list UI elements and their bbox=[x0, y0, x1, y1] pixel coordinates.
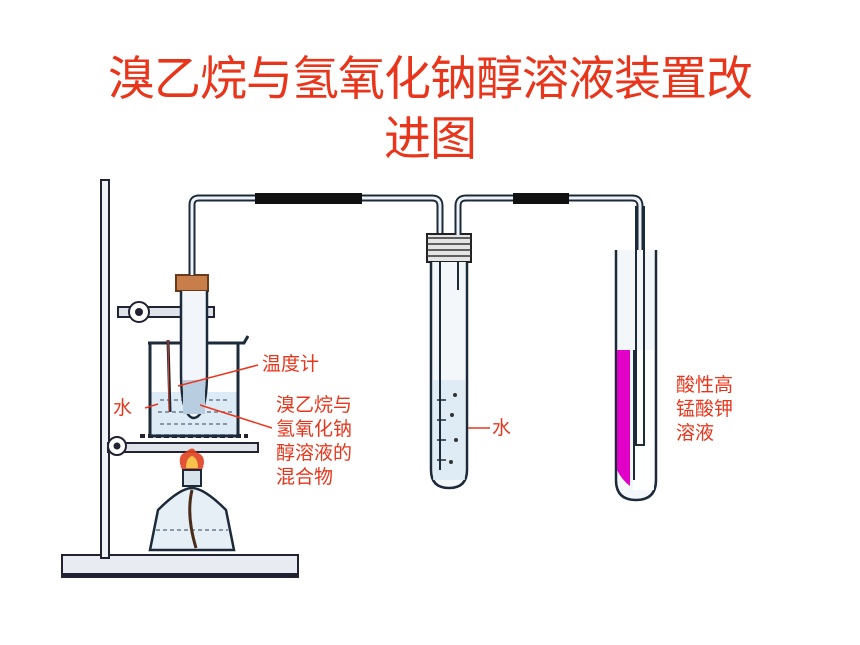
rubber-tubing-2 bbox=[513, 193, 569, 204]
kmno4-label-line-1: 酸性高 bbox=[676, 374, 734, 396]
label-leaders bbox=[144, 364, 490, 429]
mixture-label-line-4: 混合物 bbox=[276, 466, 334, 488]
reaction-flask bbox=[166, 274, 209, 420]
mixture-label: 溴乙烷与 氢氧化钠 醇溶液的 混合物 bbox=[276, 393, 352, 489]
alcohol-lamp bbox=[148, 448, 236, 552]
water-middle-label: 水 bbox=[492, 417, 512, 439]
mixture-label-line-1: 溴乙烷与 bbox=[276, 394, 353, 416]
kmno4-label: 酸性高 锰酸钾 溶液 bbox=[676, 373, 733, 445]
flask-stopper bbox=[175, 274, 209, 292]
water-left-label: 水 bbox=[113, 397, 133, 419]
kmno4-test-tube bbox=[614, 206, 658, 502]
mixture-label-line-2: 氢氧化钠 bbox=[276, 418, 353, 440]
water-test-tube bbox=[426, 233, 472, 490]
kmno4-label-line-2: 锰酸钾 bbox=[676, 398, 734, 420]
iron-ring bbox=[107, 442, 259, 453]
beaker-water-bath bbox=[148, 335, 250, 438]
upper-clamp bbox=[117, 306, 215, 318]
stand-rod bbox=[100, 179, 110, 559]
thermometer-label: 温度计 bbox=[262, 353, 320, 375]
kmno4-label-line-3: 溶液 bbox=[676, 422, 715, 444]
title-line-1: 溴乙烷与氢氧化钠醇溶液装置改 bbox=[108, 52, 753, 107]
title-line-2: 进图 bbox=[384, 112, 477, 167]
connecting-tube-1 bbox=[188, 193, 444, 275]
connecting-tube-2 bbox=[454, 193, 644, 445]
rubber-tubing-1 bbox=[255, 193, 362, 204]
mixture-label-line-3: 醇溶液的 bbox=[276, 442, 353, 464]
page-title: 溴乙烷与氢氧化钠醇溶液装置改 进图 bbox=[0, 50, 860, 170]
ring-stand bbox=[61, 179, 299, 578]
